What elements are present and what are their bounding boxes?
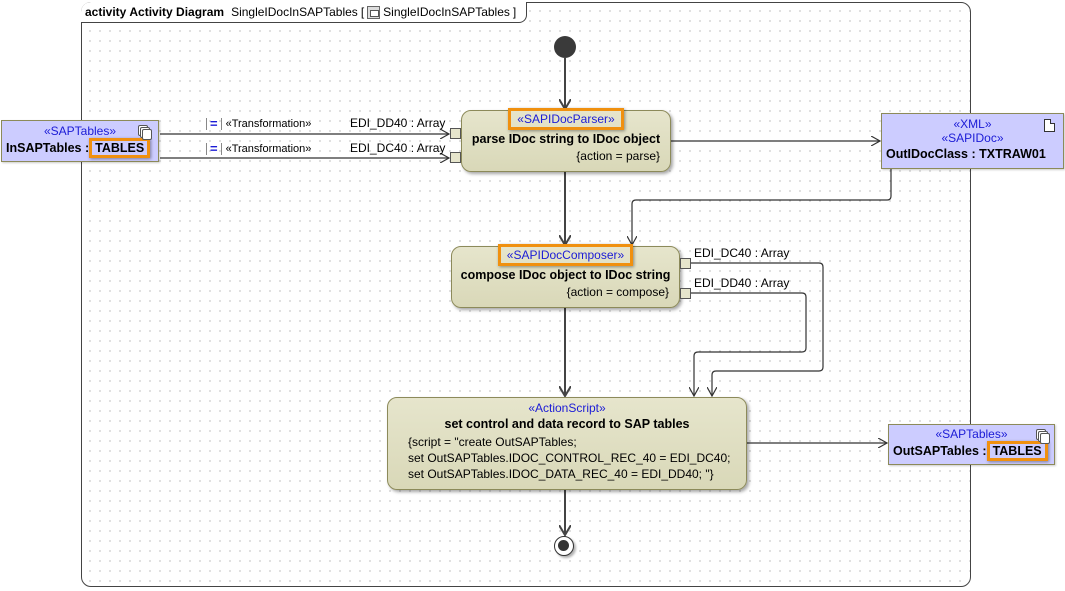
- pin-label-composer-dc40: EDI_DC40 : Array: [694, 246, 790, 260]
- object-type-highlight: TABLES: [986, 441, 1048, 461]
- stereotype-label: «SAPIDocParser»: [508, 108, 624, 130]
- object-node-out-sap-tables[interactable]: «SAPTables» OutSAPTables :TABLES: [888, 424, 1055, 465]
- action-title: parse IDoc string to IDoc object: [471, 132, 661, 146]
- transformation-icon: =: [206, 117, 222, 130]
- pin-label-composer-dd40: EDI_DD40 : Array: [694, 276, 790, 290]
- action-title: compose IDoc object to IDoc string: [460, 268, 671, 282]
- transformation-stereotype: «Transformation»: [225, 143, 312, 155]
- document-icon: [1044, 119, 1055, 132]
- activity-final-node[interactable]: [554, 536, 574, 556]
- object-type-highlight: TABLES: [89, 138, 151, 158]
- action-title: set control and data record to SAP table…: [444, 417, 690, 431]
- type-separator: :: [971, 147, 976, 161]
- script-line: {script = "create OutSAPTables;: [408, 435, 577, 449]
- stereotype-label: «ActionScript»: [528, 401, 606, 415]
- diagram-name: SingleIDocInSAPTables: [231, 5, 358, 19]
- tables-icon: [138, 125, 152, 140]
- script-line: set OutSAPTables.IDOC_CONTROL_REC_40 = E…: [408, 451, 731, 465]
- action-tag: {action = compose}: [566, 285, 669, 299]
- stereotype-label: «SAPTables»: [43, 124, 117, 138]
- output-pin-edi-dc40[interactable]: [680, 258, 691, 269]
- transformation-stereotype: «Transformation»: [225, 118, 312, 130]
- activity-diagram-icon: [367, 5, 381, 19]
- action-tag: {action = parse}: [576, 149, 660, 163]
- script-body: {script = "create OutSAPTables; set OutS…: [388, 434, 746, 482]
- action-set-control-data-record[interactable]: «ActionScript» set control and data reco…: [387, 397, 747, 490]
- owner-name: SingleIDocInSAPTables: [383, 5, 510, 19]
- stereotype-label-sapidoc: «SAPIDoc»: [941, 131, 1004, 145]
- object-type: TXTRAW01: [979, 147, 1046, 161]
- diagram-type: Activity Diagram: [129, 5, 225, 19]
- object-name: InSAPTables: [6, 141, 82, 155]
- object-node-out-idoc-class[interactable]: «XML» «SAPIDoc» OutIDocClass : TXTRAW01: [881, 113, 1064, 169]
- stereotype-label: «SAPTables»: [935, 427, 1008, 441]
- transformation-icon: =: [206, 142, 222, 155]
- pin-label-parser-dd40: EDI_DD40 : Array: [350, 116, 446, 130]
- transformation-label-1: = «Transformation»: [206, 117, 312, 130]
- action-compose-idoc[interactable]: «SAPIDocComposer» compose IDoc object to…: [451, 244, 680, 308]
- action-parse-idoc[interactable]: «SAPIDocParser» parse IDoc string to IDo…: [461, 108, 671, 172]
- object-name: OutSAPTables: [893, 444, 979, 458]
- type-separator: :: [84, 141, 90, 155]
- script-line: set OutSAPTables.IDOC_DATA_REC_40 = EDI_…: [408, 467, 714, 481]
- input-pin-edi-dd40[interactable]: [450, 128, 461, 139]
- diagram-header: activity Activity Diagram SingleIDocInSA…: [81, 2, 528, 23]
- object-node-name: OutSAPTables :TABLES: [889, 441, 1054, 461]
- stereotype-label: «SAPIDocComposer»: [497, 244, 634, 266]
- object-node-name: OutIDocClass : TXTRAW01: [882, 147, 1063, 161]
- owner-close-bracket: ]: [512, 5, 517, 19]
- object-name: OutIDocClass: [886, 147, 968, 161]
- output-pin-edi-dd40[interactable]: [680, 288, 691, 299]
- initial-node[interactable]: [554, 36, 576, 58]
- diagram-kind: activity: [85, 5, 127, 19]
- pin-label-parser-dc40: EDI_DC40 : Array: [350, 141, 446, 155]
- object-node-in-sap-tables[interactable]: «SAPTables» InSAPTables :TABLES: [1, 120, 159, 162]
- owner-open-bracket: [: [360, 5, 365, 19]
- stereotype-label-xml: «XML»: [953, 117, 992, 131]
- object-node-name: InSAPTables :TABLES: [2, 138, 158, 158]
- type-separator: :: [982, 444, 987, 458]
- input-pin-edi-dc40[interactable]: [450, 152, 461, 163]
- tables-icon: [1036, 429, 1050, 444]
- transformation-label-2: = «Transformation»: [206, 142, 312, 155]
